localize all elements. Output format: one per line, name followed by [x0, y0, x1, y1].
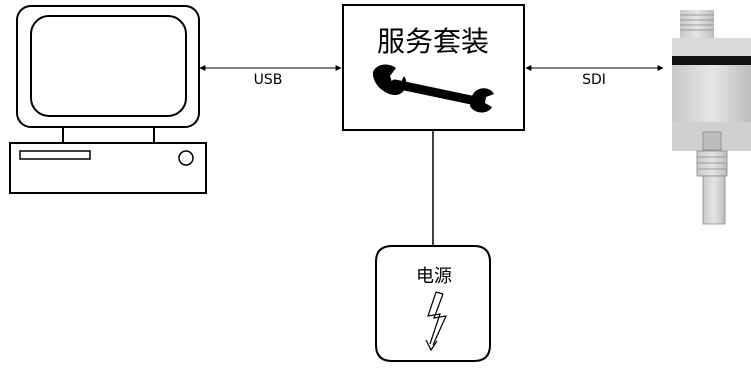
sdi-label: SDI [582, 72, 606, 88]
sensor-probe-icon [672, 10, 751, 225]
computer-icon [9, 5, 207, 194]
wrench-icon [372, 64, 494, 113]
service-kit-label: 服务套装 [377, 25, 489, 58]
power-label: 电源 [416, 266, 452, 287]
lightning-bolt-icon [425, 291, 448, 352]
usb-label: USB [254, 72, 283, 88]
power-supply-box: 电源 [375, 245, 491, 362]
service-kit-box: 服务套装 [342, 4, 525, 131]
